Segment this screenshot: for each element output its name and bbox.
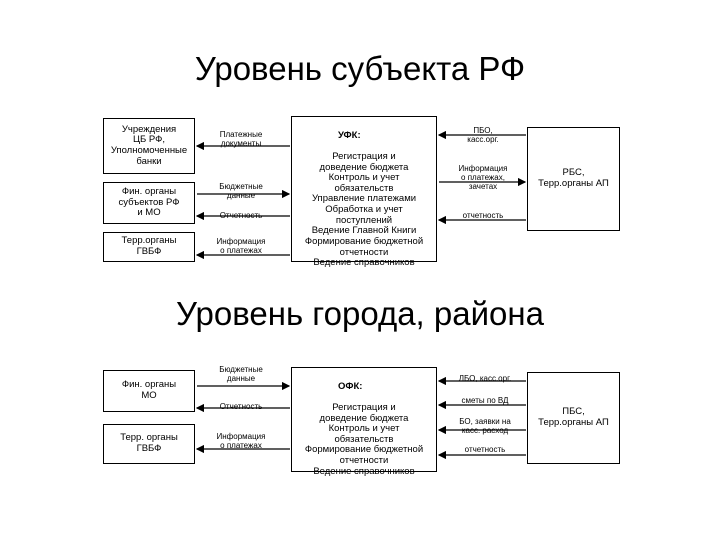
top-label-reporting-right: отчетность xyxy=(462,211,504,220)
bottom-left-box-fin-organs: Фин. органы МО xyxy=(103,370,195,412)
top-label-budget-data: Бюджетные данные xyxy=(219,182,263,200)
bottom-label-payment-info: Информация о платежах xyxy=(216,432,266,450)
bottom-label-estimates: сметы по ВД xyxy=(461,396,509,405)
top-label-pbo: ПБО, касс.орг. xyxy=(467,126,499,144)
top-label-payment-docs: Платежные документы xyxy=(219,130,263,148)
section-title-city: Уровень города, района xyxy=(176,295,544,332)
top-left-box-gvbf: Терр.органы ГВБФ xyxy=(103,232,195,262)
top-center-box-ufk: УФК: Регистрация и доведение бюджета Кон… xyxy=(291,116,437,268)
bottom-center-box-ofk: ОФК: Регистрация и доведение бюджета Кон… xyxy=(291,367,437,476)
top-left-box-fin-organs: Фин. органы субъектов РФ и МО xyxy=(103,182,195,224)
ofk-header: ОФК: xyxy=(338,380,363,392)
top-label-payment-offsets-info: Информация о платежах, зачетах xyxy=(458,164,508,191)
top-right-box-rbs: РБС, Терр.органы АП xyxy=(527,127,620,231)
ufk-functions: Регистрация и доведение бюджета Контроль… xyxy=(304,150,424,269)
ofk-functions: Регистрация и доведение бюджета Контроль… xyxy=(304,401,424,477)
top-label-payment-info: Информация о платежах xyxy=(216,237,266,255)
bottom-right-box-pbs: ПБС, Терр.органы АП xyxy=(527,372,620,464)
bottom-left-box-gvbf: Терр. органы ГВБФ xyxy=(103,424,195,464)
section-title-region: Уровень субъекта РФ xyxy=(194,50,526,87)
ufk-header: УФК: xyxy=(338,129,361,141)
bottom-label-budget-data: Бюджетные данные xyxy=(219,365,263,383)
bottom-label-lbo: ЛБО, касс.орг. xyxy=(458,374,512,383)
top-left-box-cb-banks: Учреждения ЦБ РФ, Уполномоченные банки xyxy=(103,118,195,174)
bottom-label-reporting: Отчетность xyxy=(219,402,263,411)
bottom-label-reporting-right: отчетность xyxy=(464,445,506,454)
